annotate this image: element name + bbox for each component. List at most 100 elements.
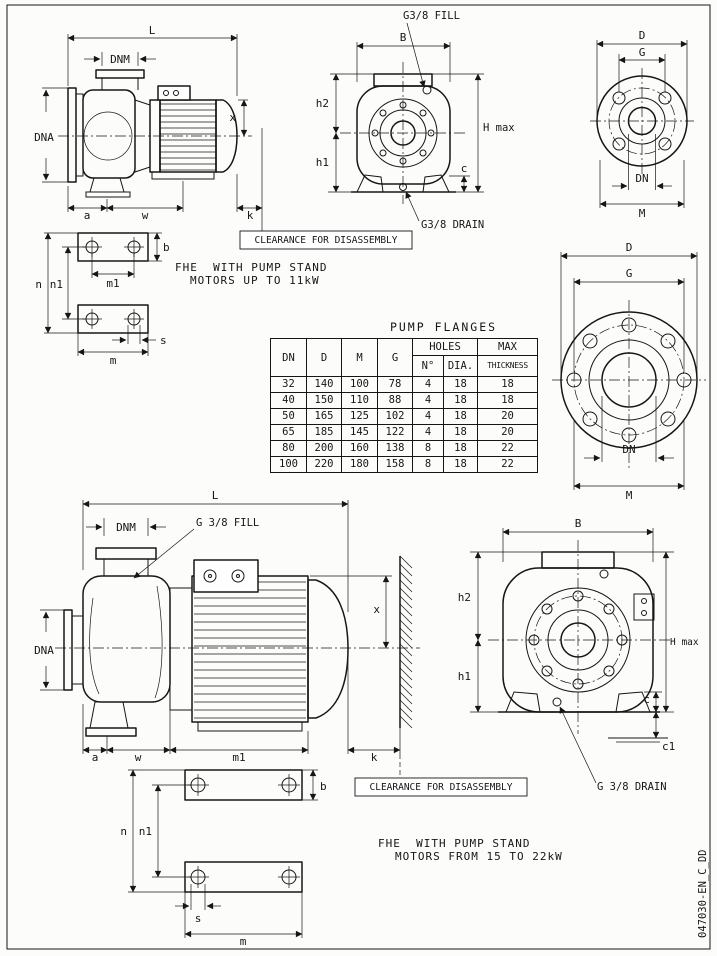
cell-thickness: 18 xyxy=(477,376,539,393)
dim-label-a: a xyxy=(84,209,91,222)
cell-holes-dia: 18 xyxy=(442,376,479,393)
dim-label-w: w xyxy=(142,209,149,222)
col-header-d: D xyxy=(306,338,342,377)
cell-m: 100 xyxy=(341,376,378,393)
cell-g: 102 xyxy=(377,408,413,425)
cell-d: 200 xyxy=(306,440,342,457)
cell-g: 88 xyxy=(377,392,413,409)
cell-g: 122 xyxy=(377,424,413,441)
support-bracket xyxy=(633,593,655,621)
cell-thickness: 18 xyxy=(477,392,539,409)
cell-holes-n: 8 xyxy=(412,440,444,457)
dim-label-b: b xyxy=(163,241,170,254)
col-header-holes: HOLES xyxy=(411,338,479,356)
cell-dn: 40 xyxy=(270,392,307,409)
cell-dn: 50 xyxy=(270,408,307,425)
pump-casing-front xyxy=(356,85,451,185)
col-header-holes-dia: DIA. xyxy=(442,355,479,377)
cell-d: 150 xyxy=(306,392,342,409)
clearance-note-box xyxy=(354,777,528,797)
caption-small-line2: MOTORS UP TO 11kW xyxy=(190,274,320,287)
caption-large-line2: MOTORS FROM 15 TO 22kW xyxy=(395,850,563,863)
dim-label-dnm: DNM xyxy=(110,53,130,66)
dim-label-h2: h2 xyxy=(458,591,471,604)
cell-holes-dia: 18 xyxy=(442,456,479,473)
dim-label-w: w xyxy=(135,751,142,764)
flange-8-hole-view: D G DN M xyxy=(552,241,706,502)
dim-label-h2: h2 xyxy=(316,97,329,110)
dim-label-hmax: H max xyxy=(483,122,515,134)
flange-outer xyxy=(560,311,698,449)
dim-label-n: n xyxy=(120,825,127,838)
cell-thickness: 20 xyxy=(477,424,539,441)
suction-flange xyxy=(67,87,77,183)
cell-m: 125 xyxy=(341,408,378,425)
cell-dn: 80 xyxy=(270,440,307,457)
small-pump-baseplate-view: b m1 n n1 s m xyxy=(35,232,170,367)
suction-flange xyxy=(63,609,73,691)
flange-4-hole-view: D G DN M xyxy=(590,29,694,220)
cell-holes-dia: 18 xyxy=(442,440,479,457)
cell-g: 138 xyxy=(377,440,413,457)
dim-label-b-front: B xyxy=(400,31,407,44)
fill-label-large: G 3/8 FILL xyxy=(196,517,259,529)
col-header-thickness: THICKNESS xyxy=(477,355,539,377)
cell-d: 165 xyxy=(306,408,342,425)
cell-holes-dia: 18 xyxy=(442,424,479,441)
discharge-flange xyxy=(95,69,145,79)
clearance-note: CLEARANCE FOR DISASSEMBLY xyxy=(370,782,513,793)
dim-label-n1: n1 xyxy=(50,278,63,291)
cell-d: 185 xyxy=(306,424,342,441)
cell-d: 220 xyxy=(306,456,342,473)
dim-label-n1: n1 xyxy=(139,825,152,838)
dim-label-k: k xyxy=(371,751,378,764)
dim-label-dnm: DNM xyxy=(116,521,136,534)
terminal-box xyxy=(193,559,259,593)
drain-plug xyxy=(399,183,407,191)
dim-label-b: b xyxy=(320,780,327,793)
table-title: PUMP FLANGES xyxy=(389,320,498,334)
cell-thickness: 22 xyxy=(477,456,539,473)
cell-m: 110 xyxy=(341,392,378,409)
dim-label-n: n xyxy=(35,278,42,291)
cell-dn: 65 xyxy=(270,424,307,441)
caption-large-line1: FHE WITH PUMP STAND xyxy=(378,837,530,850)
flange-outer xyxy=(596,75,688,167)
cell-g: 158 xyxy=(377,456,413,473)
dim-label-h1: h1 xyxy=(458,670,471,683)
fill-label-small: G3/8 FILL xyxy=(403,10,460,22)
cell-holes-dia: 18 xyxy=(442,392,479,409)
motor-fan-cover xyxy=(307,579,349,719)
dim-label-s: s xyxy=(160,334,167,347)
dim-label-g: G xyxy=(639,46,646,59)
volute-casing xyxy=(82,575,171,703)
dim-label-d: D xyxy=(639,29,646,42)
dim-label-c: c xyxy=(643,693,650,706)
dim-label-b-front: B xyxy=(575,517,582,530)
motor-feet xyxy=(151,171,215,180)
col-header-g: G xyxy=(377,338,413,377)
pump-flanges-table: PUMP FLANGES DN D M G HOLES MAX N° DIA. … xyxy=(270,320,539,473)
cell-holes-dia: 18 xyxy=(442,408,479,425)
dim-label-m-flange: M xyxy=(639,207,646,220)
drain-label-small: G3/8 DRAIN xyxy=(421,219,484,231)
cell-holes-n: 4 xyxy=(412,408,444,425)
dim-label-l: L xyxy=(149,24,156,37)
col-header-max: MAX xyxy=(477,338,539,356)
dim-label-dn: DN xyxy=(635,172,648,185)
doc-code: 047030-EN_C_DD xyxy=(697,849,709,938)
dim-label-l: L xyxy=(212,489,219,502)
drain-plug xyxy=(552,697,562,707)
dim-label-dna: DNA xyxy=(34,131,54,144)
motor-fan-cover xyxy=(215,99,238,173)
dim-label-m-flange: M xyxy=(626,489,633,502)
dim-label-m1: m1 xyxy=(232,751,245,764)
discharge-flange xyxy=(95,547,157,560)
